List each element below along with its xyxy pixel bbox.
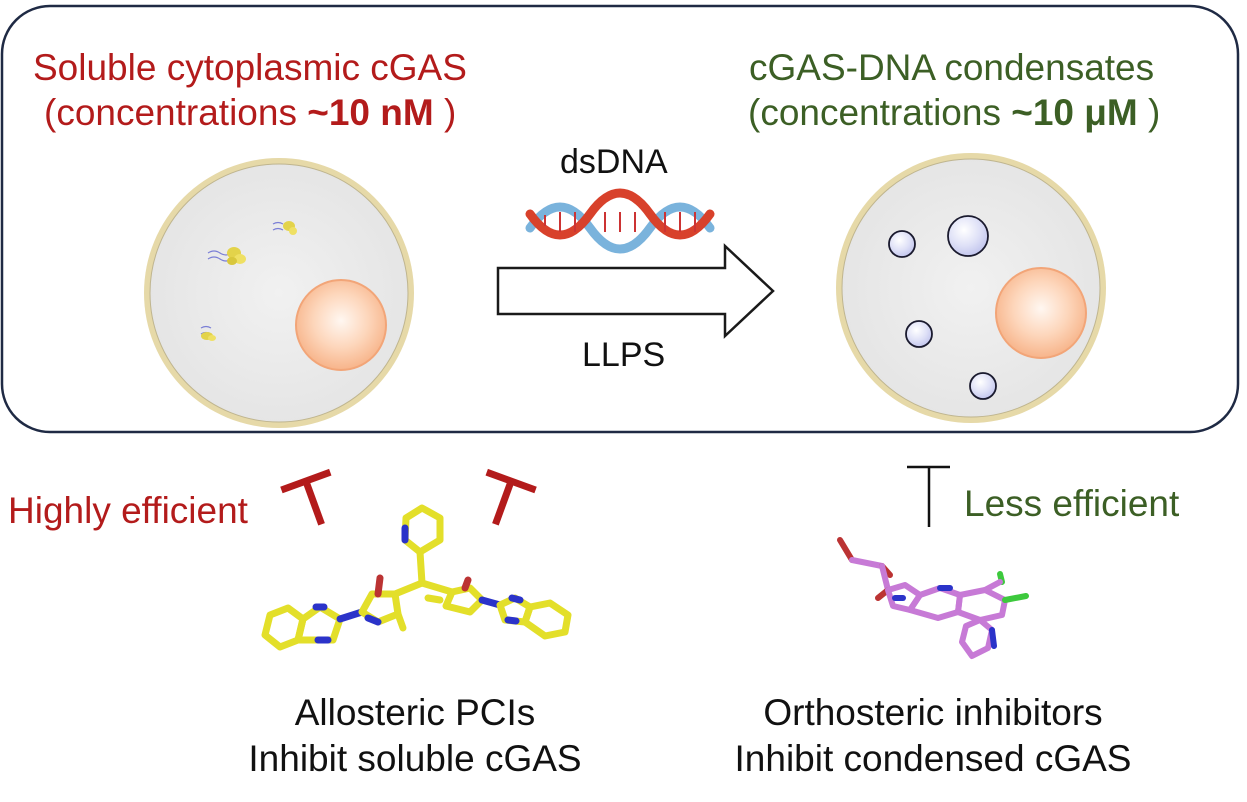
right-concentration-value: ~10 μM	[1011, 92, 1138, 133]
condensate-droplet	[888, 230, 916, 258]
less-efficient-label: Less efficient	[964, 483, 1180, 524]
left-title-line2: (concentrations ~10 nM )	[44, 94, 456, 131]
dsdna-label: dsDNA	[560, 143, 668, 181]
cgas-protein-3	[200, 325, 216, 341]
cgas-protein-2	[272, 221, 297, 235]
inhibit-mark-left-2	[485, 468, 537, 526]
condensate-droplet	[905, 320, 933, 348]
left-concentration-value: ~10 nM	[307, 92, 434, 133]
nucleus-right	[995, 267, 1087, 359]
allosteric-caption-line1: Allosteric PCIs	[294, 692, 536, 733]
llps-arrow	[496, 243, 775, 339]
allosteric-caption-line2: Inhibit soluble cGAS	[248, 738, 582, 779]
left-title-suffix: )	[433, 92, 457, 133]
llps-label: LLPS	[582, 336, 666, 374]
condensate-droplet	[947, 215, 989, 257]
right-title-suffix: )	[1137, 92, 1161, 133]
highly-efficient-label: Highly efficient	[8, 490, 248, 531]
allosteric-pci-molecule-icon	[261, 504, 572, 651]
condensate-cell	[836, 153, 1106, 423]
cgas-protein-1	[207, 247, 246, 265]
inhibit-mark-right	[907, 465, 950, 527]
orthosteric-inhibitor-molecule-icon	[837, 537, 1029, 659]
nucleus-left	[295, 279, 387, 371]
orthosteric-caption-line1: Orthosteric inhibitors	[763, 692, 1103, 733]
right-title-prefix: (concentrations	[748, 92, 1012, 133]
left-title-line1: Soluble cytoplasmic cGAS	[33, 47, 467, 88]
right-title-line2: (concentrations ~10 μM )	[748, 94, 1160, 131]
right-title-line1: cGAS-DNA condensates	[749, 47, 1155, 88]
soluble-cell	[144, 158, 414, 428]
inhibit-mark-left-1	[280, 468, 332, 526]
condensate-droplet	[969, 372, 997, 400]
left-title-prefix: (concentrations	[44, 92, 308, 133]
dsdna-helix-icon	[525, 188, 715, 254]
orthosteric-caption-line2: Inhibit condensed cGAS	[734, 738, 1132, 779]
